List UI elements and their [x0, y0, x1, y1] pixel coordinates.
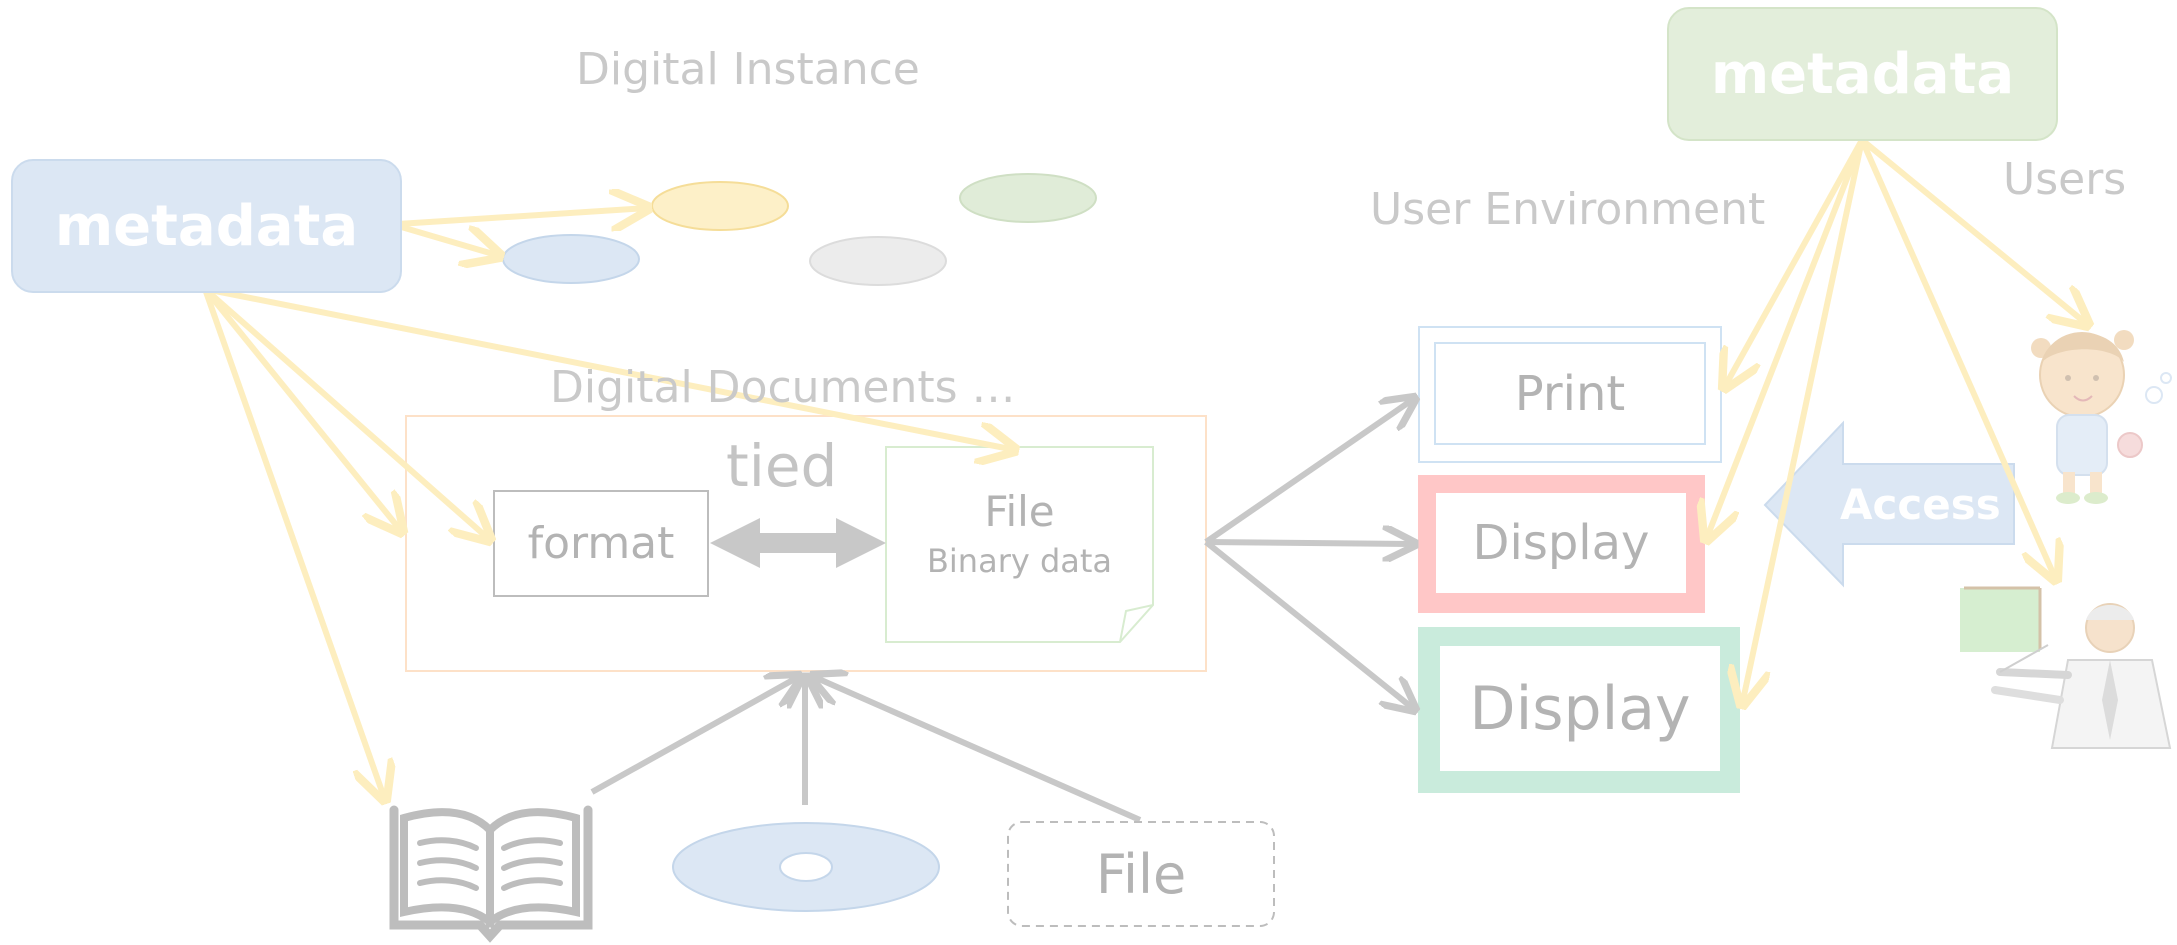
file-sublabel: Binary data [926, 541, 1113, 580]
arrow-to-display-red [1205, 542, 1415, 544]
arrow-book-to-document [590, 676, 800, 795]
display-red-inner [1436, 493, 1686, 593]
display-red-label: Display [1472, 515, 1650, 571]
meta-arrow-girl [1860, 137, 2088, 325]
meta-arrow-print [1724, 138, 1865, 388]
open-book-icon [389, 805, 593, 943]
arrow-file-to-document [812, 676, 1142, 823]
tied-double-arrow [710, 518, 886, 568]
metadata-right: metadata [1667, 7, 2058, 141]
meta-arrow-teacher [1859, 138, 2056, 580]
arrow-to-print [1204, 398, 1415, 545]
access-label: Access [1840, 480, 2001, 529]
tied-label: tied [726, 432, 838, 500]
meta-arrow-ellipse-blue [397, 223, 500, 256]
meta-arrow-display-green [1742, 139, 1865, 705]
teacher-user-icon [1960, 586, 2172, 749]
display-green-label: Display [1469, 673, 1691, 744]
file-box [885, 446, 1154, 643]
instance-ellipse-blue [502, 234, 640, 284]
meta-arrow-ellipse-yellow [397, 208, 648, 224]
display-green-inner [1440, 646, 1720, 771]
instance-ellipse-yellow [651, 181, 789, 231]
meta-arrow-display-red [1706, 138, 1865, 540]
file-box-fold [1119, 604, 1154, 643]
digital-documents-heading: Digital Documents … [550, 362, 1016, 413]
optical-disc-icon [672, 822, 940, 912]
girl-user-icon [2031, 330, 2172, 504]
file-label-box: File Binary data [886, 478, 1153, 588]
meta-arrow-container [202, 287, 402, 532]
user-environment-heading: User Environment [1370, 184, 1766, 235]
meta-arrow-file [204, 286, 1015, 450]
meta-arrow-book [202, 288, 385, 800]
file-source-box [1007, 821, 1275, 927]
format-label-box: format [494, 491, 708, 596]
print-label-box: Print [1435, 343, 1705, 444]
meta-arrow-format [203, 286, 490, 540]
metadata-left: metadata [11, 159, 402, 293]
users-heading: Users [2003, 154, 2127, 205]
file-source-label: File [1095, 842, 1187, 906]
display-red-label-box: Display [1436, 493, 1686, 593]
arrow-to-display-green [1204, 539, 1415, 710]
file-source-label-box: File [1008, 822, 1274, 926]
instance-ellipse-gray [809, 236, 947, 286]
format-box [493, 490, 709, 597]
print-label: Print [1514, 365, 1626, 422]
display-green-label-box: Display [1440, 646, 1720, 771]
file-label: File [984, 486, 1055, 536]
print-frame-inner [1434, 342, 1706, 445]
digital-instance-heading: Digital Instance [576, 44, 920, 95]
access-arrow-shape [1763, 420, 2015, 588]
instance-ellipse-green [959, 173, 1097, 223]
format-label: format [527, 518, 675, 569]
